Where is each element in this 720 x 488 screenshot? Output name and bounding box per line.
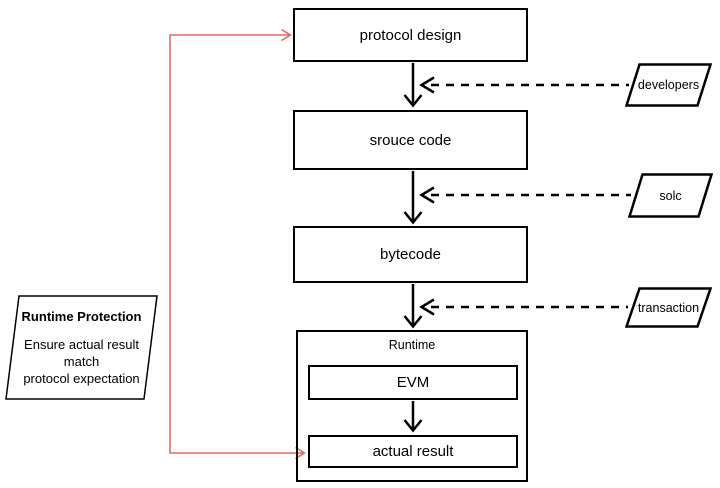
runtime-protection-text: Runtime Protection Ensure actual result … xyxy=(22,309,142,387)
runtime-protection-line: match xyxy=(63,354,100,370)
node-protocol-design-label: protocol design xyxy=(359,26,462,44)
parallelogram-shape xyxy=(625,287,712,328)
node-transaction-label: transaction xyxy=(637,300,700,315)
node-actual-result-label: actual result xyxy=(372,443,454,460)
feedback-arrowhead-protocol xyxy=(281,28,292,42)
node-evm-label: EVM xyxy=(396,374,430,391)
runtime-protection-line: Ensure actual result xyxy=(24,337,139,352)
parallelogram-shape xyxy=(625,63,712,107)
node-transaction: transaction xyxy=(625,287,712,328)
arrow-source-to-bytecode xyxy=(403,171,423,225)
node-evm: EVM xyxy=(308,365,518,400)
node-source-code-label: srouce code xyxy=(369,131,452,149)
node-developers-label: developers xyxy=(637,78,700,92)
node-protocol-design: protocol design xyxy=(293,8,528,62)
arrowhead-solc xyxy=(419,186,435,204)
arrowhead-developers xyxy=(419,76,435,94)
runtime-protection-line: protocol expectation xyxy=(23,371,140,387)
feedback-connector xyxy=(169,28,306,460)
feedback-line xyxy=(169,34,303,454)
node-solc: solc xyxy=(628,173,713,218)
node-source-code: srouce code xyxy=(293,110,528,170)
node-bytecode: bytecode xyxy=(293,226,528,283)
parallelogram-shape xyxy=(628,173,713,218)
runtime-protection-title: Runtime Protection xyxy=(21,309,142,324)
arrow-protocol-to-source xyxy=(403,63,423,108)
node-solc-label: solc xyxy=(659,188,682,203)
node-runtime-label: Runtime xyxy=(388,338,436,352)
arrow-bytecode-to-runtime xyxy=(403,284,423,329)
node-actual-result: actual result xyxy=(308,435,518,468)
arrowhead-transaction xyxy=(419,298,435,316)
node-bytecode-label: bytecode xyxy=(380,246,441,263)
node-runtime-container: Runtime xyxy=(296,330,528,482)
node-developers: developers xyxy=(625,63,712,107)
node-runtime-protection: Runtime Protection Ensure actual result … xyxy=(5,295,158,400)
parallelogram-shape xyxy=(5,295,158,400)
